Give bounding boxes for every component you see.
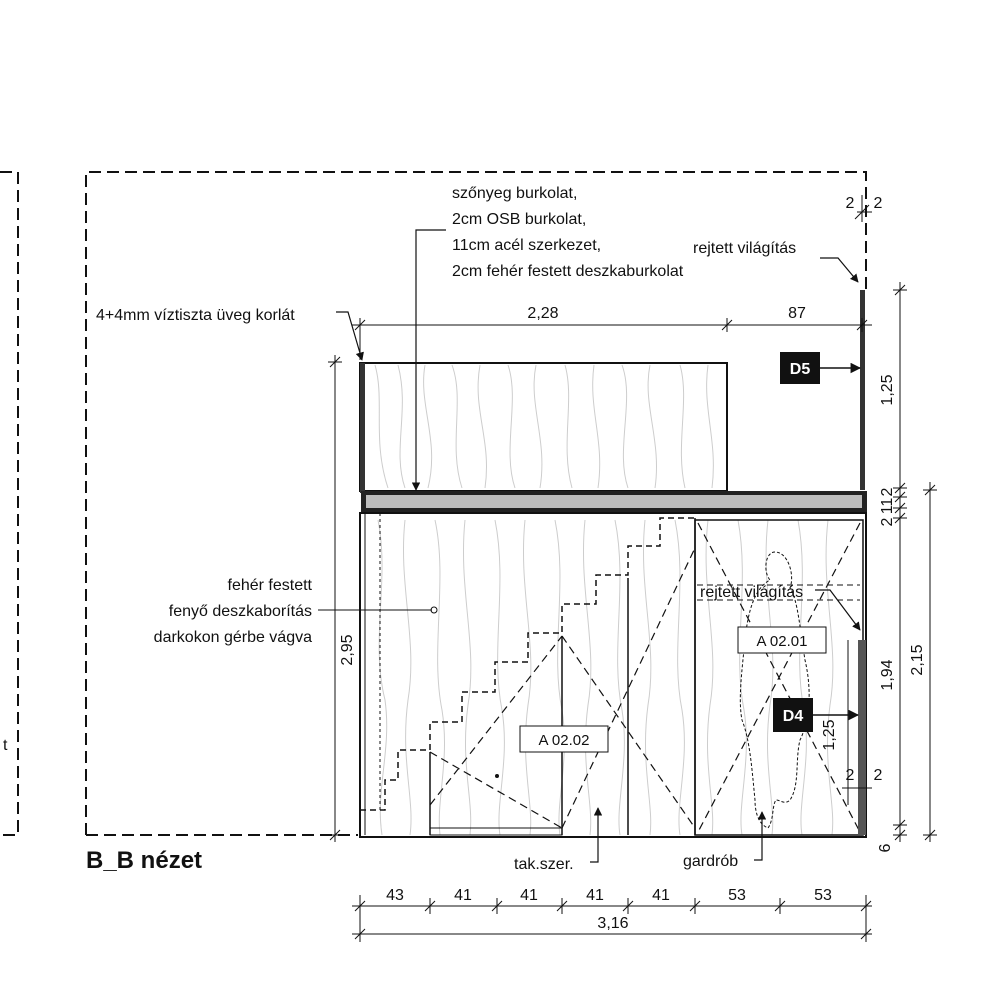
floor-layers-note: szőnyeg burkolat, 2cm OSB burkolat, 11cm… — [411, 185, 684, 491]
left-fragment-text: t — [3, 737, 8, 754]
detail-tag-d5 — [780, 352, 820, 384]
room-tag-wardrobe — [737, 626, 827, 654]
svg-text:2cm fehér festett deszkaburkol: 2cm fehér festett deszkaburkolat — [452, 263, 684, 280]
lower-volume — [359, 512, 867, 838]
svg-text:53: 53 — [814, 887, 832, 904]
svg-text:A 02.02: A 02.02 — [539, 732, 590, 749]
svg-text:2: 2 — [879, 517, 896, 526]
svg-text:41: 41 — [652, 887, 670, 904]
svg-text:fehér festett: fehér festett — [228, 577, 313, 594]
svg-text:2,95: 2,95 — [339, 634, 356, 665]
svg-text:1,94: 1,94 — [879, 659, 896, 690]
svg-text:tak.szer.: tak.szer. — [514, 856, 574, 873]
svg-text:41: 41 — [586, 887, 604, 904]
svg-text:2,28: 2,28 — [527, 305, 558, 322]
svg-text:D4: D4 — [783, 708, 804, 725]
svg-text:darkokon gérbe vágva: darkokon gérbe vágva — [154, 629, 312, 646]
svg-text:szőnyeg burkolat,: szőnyeg burkolat, — [452, 185, 577, 202]
cladding-note: fehér festett fenyő deszkaborítás darkok… — [154, 577, 438, 646]
svg-text:6: 6 — [877, 843, 894, 852]
svg-text:2: 2 — [846, 767, 855, 784]
svg-text:rejtett világítás: rejtett világítás — [700, 584, 803, 601]
storage-note: tak.szer. — [514, 807, 603, 873]
view-frame — [85, 171, 867, 835]
svg-text:87: 87 — [788, 305, 806, 322]
staircase-profile — [360, 517, 695, 811]
dims-top — [352, 195, 872, 360]
upper-volume — [359, 362, 728, 492]
svg-text:1,25: 1,25 — [821, 719, 838, 750]
hidden-light-top-note: rejtett világítás — [693, 240, 859, 283]
dims-bottom — [352, 895, 872, 942]
svg-text:41: 41 — [454, 887, 472, 904]
svg-text:2: 2 — [874, 767, 883, 784]
glass-railing-note: 4+4mm víztiszta üveg korlát — [96, 307, 364, 361]
room-tag-stair — [519, 725, 609, 753]
svg-text:1,25: 1,25 — [879, 374, 896, 405]
svg-text:fenyő deszkaborítás: fenyő deszkaborítás — [169, 603, 312, 620]
wardrobe-note: gardrób — [683, 811, 767, 870]
svg-text:43: 43 — [386, 887, 404, 904]
svg-text:2cm OSB burkolat,: 2cm OSB burkolat, — [452, 211, 586, 228]
dims-right — [842, 282, 937, 842]
svg-text:D5: D5 — [790, 361, 811, 378]
detail-tag-d4 — [773, 698, 813, 732]
svg-text:11cm acél szerkezet,: 11cm acél szerkezet, — [452, 237, 601, 254]
svg-text:2,15: 2,15 — [909, 644, 926, 675]
view-title: B_B nézet — [86, 847, 202, 874]
svg-text:53: 53 — [728, 887, 746, 904]
glass-railing-right — [860, 290, 865, 490]
svg-text:2: 2 — [846, 195, 855, 212]
glass-railing — [360, 363, 365, 493]
svg-text:41: 41 — [520, 887, 538, 904]
svg-text:3,16: 3,16 — [597, 915, 628, 932]
dims-left — [328, 355, 342, 842]
svg-text:rejtett világítás: rejtett világítás — [693, 240, 796, 257]
svg-text:A 02.01: A 02.01 — [757, 633, 808, 650]
left-frame — [0, 171, 19, 836]
svg-text:2: 2 — [879, 487, 896, 496]
svg-text:2: 2 — [874, 195, 883, 212]
svg-text:gardrób: gardrób — [683, 853, 738, 870]
svg-text:11: 11 — [879, 498, 896, 515]
svg-text:4+4mm víztiszta üveg korlát: 4+4mm víztiszta üveg korlát — [96, 307, 295, 324]
hidden-light-mid-note: rejtett világítás — [700, 584, 861, 631]
wood-texture — [374, 364, 834, 836]
